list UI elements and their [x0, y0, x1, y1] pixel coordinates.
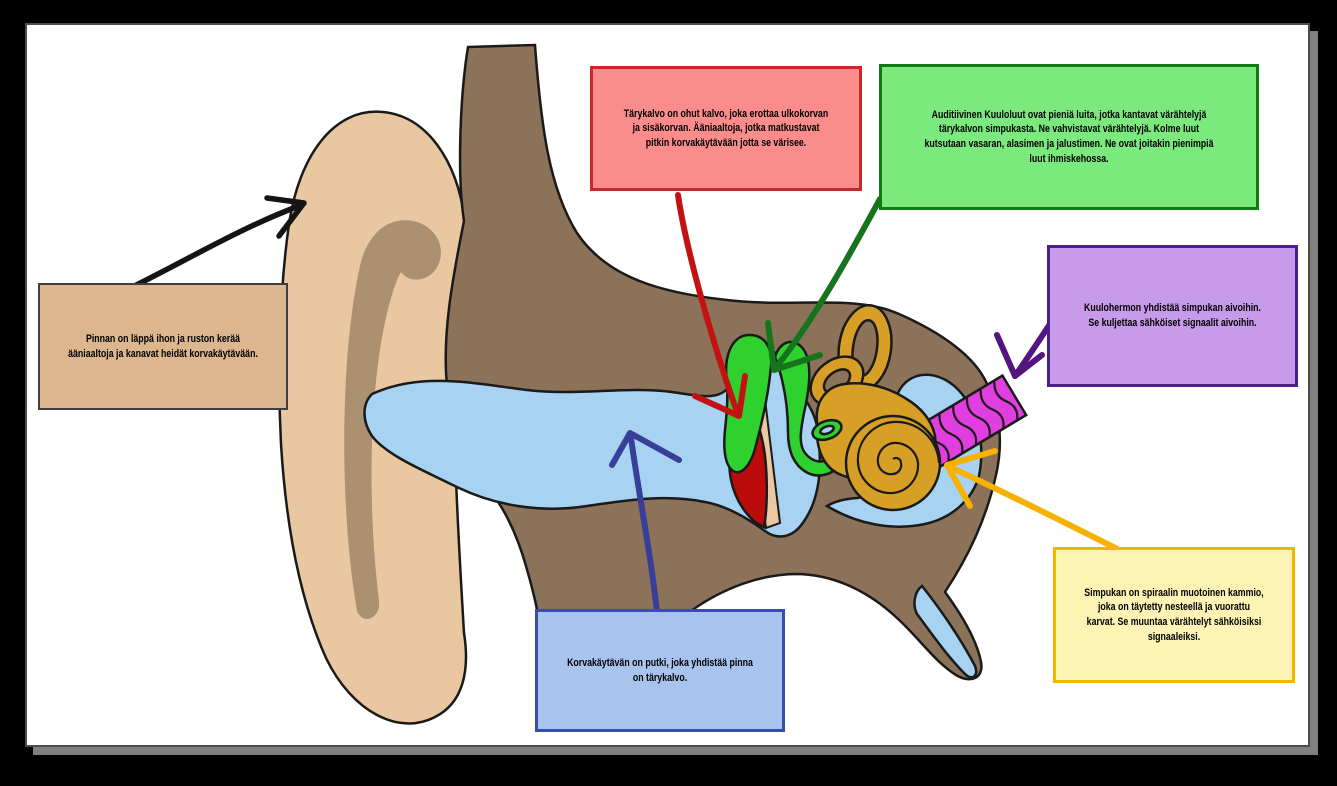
arrow-to-pinna [119, 195, 307, 295]
ear-diagram [119, 43, 1138, 725]
arrow-to-cochlea [944, 448, 1138, 561]
callout-cochlea: Simpukan on spiraalin muotoinen kammio, … [1053, 547, 1295, 683]
diagram-canvas: Pinnan on läppä ihon ja ruston kerää ään… [25, 23, 1310, 747]
callout-cochlea-text: Simpukan on spiraalin muotoinen kammio, … [1084, 586, 1264, 643]
callout-auditory-nerve-text: Kuulohermon yhdistää simpukan aivoihin. … [1083, 302, 1261, 329]
arrow-to-ossicles [765, 196, 883, 373]
callout-pinna-text: Pinnan on läppä ihon ja ruston kerää ään… [68, 332, 258, 360]
cochlea-spiral [856, 420, 941, 495]
arrow-to-eardrum [675, 192, 748, 419]
callout-ear-canal: Korvakäytävän on putki, joka yhdistää pi… [535, 609, 785, 732]
arrow-to-nerve [994, 318, 1055, 379]
callout-eardrum-text: Tärykalvo on ohut kalvo, joka erottaa ul… [623, 107, 829, 149]
stapes-shape [811, 418, 843, 442]
callout-pinna: Pinnan on läppä ihon ja ruston kerää ään… [38, 283, 288, 410]
cochlea-shape [844, 414, 942, 512]
callout-ossicles: Auditiivinen Kuuloluut ovat pieniä luita… [879, 64, 1259, 210]
callout-ossicles-text: Auditiivinen Kuuloluut ovat pieniä luita… [924, 108, 1214, 165]
callout-ear-canal-text: Korvakäytävän on putki, joka yhdistää pi… [567, 656, 753, 684]
inner-ear-shape [809, 304, 942, 512]
pinna-fold-shape [344, 220, 441, 619]
callout-eardrum: Tärykalvo on ohut kalvo, joka erottaa ul… [590, 66, 862, 191]
callout-auditory-nerve: Kuulohermon yhdistää simpukan aivoihin. … [1047, 245, 1298, 387]
arrow-to-ear-canal [609, 430, 682, 626]
ear-canal-shape [363, 348, 983, 679]
